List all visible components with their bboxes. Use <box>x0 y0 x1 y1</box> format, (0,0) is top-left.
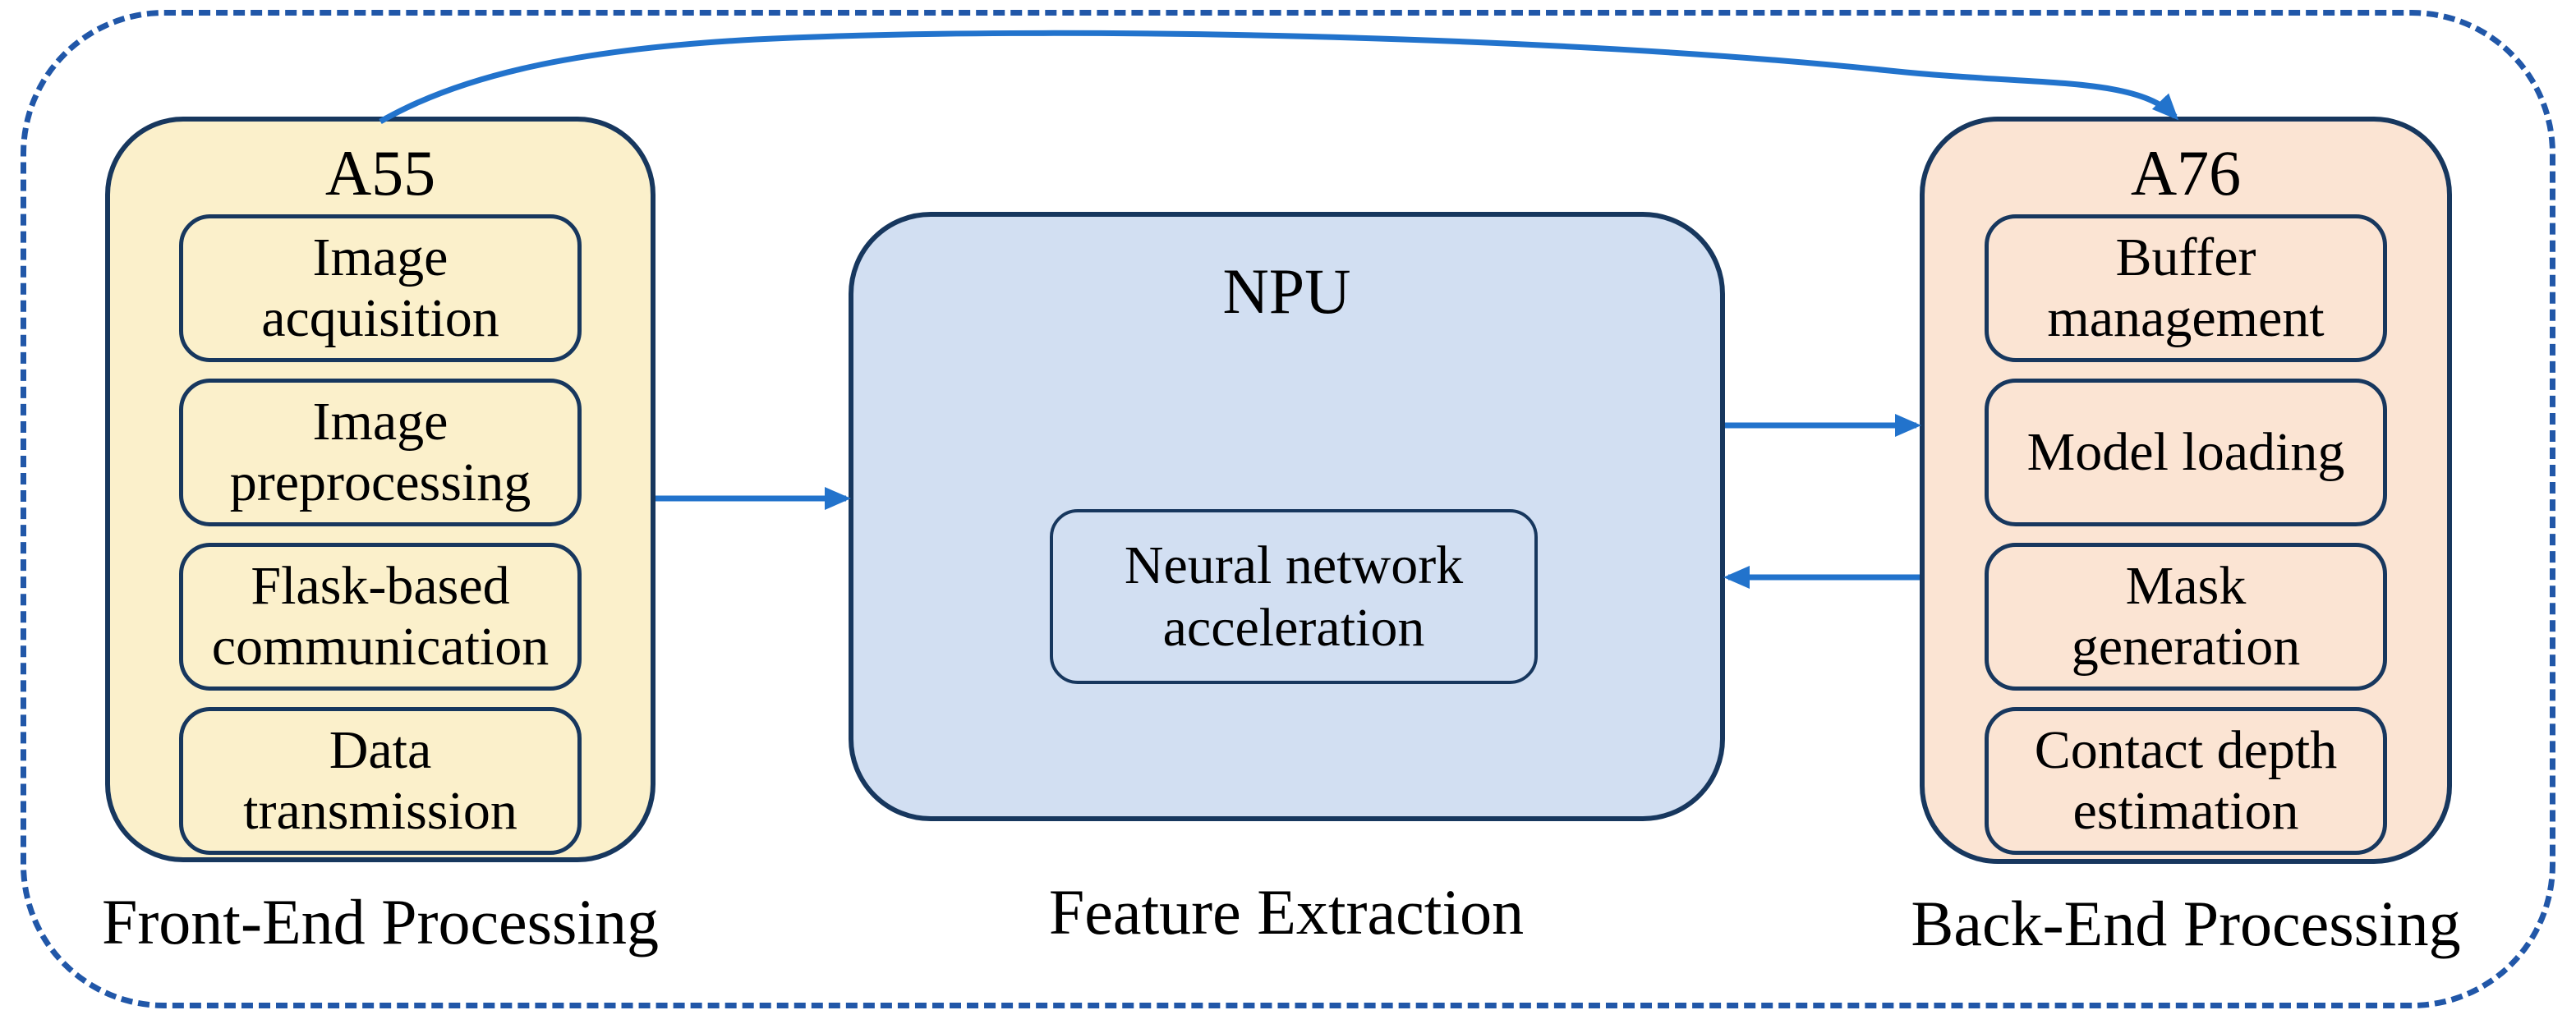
npu-block: NPU Neural network acceleration <box>849 212 1725 821</box>
back-end-subbox-stack: Buffer management Model loading Mask gen… <box>1925 214 2447 855</box>
outer-dashed-border <box>21 10 2555 1008</box>
back-end-block: A76 Buffer management Model loading Mask… <box>1920 117 2452 864</box>
front-end-block: A55 Image acquisition Image preprocessin… <box>105 117 656 862</box>
front-end-label: Front-End Processing <box>101 886 660 957</box>
subbox-model-loading: Model loading <box>1985 379 2387 526</box>
subbox-image-preprocessing: Image preprocessing <box>179 379 582 526</box>
back-end-label: Back-End Processing <box>1911 888 2461 959</box>
subbox-flask-communication: Flask-based communication <box>179 543 582 691</box>
feature-extraction-label: Feature Extraction <box>1048 876 1525 948</box>
npu-inner-box: Neural network acceleration <box>1050 509 1538 684</box>
back-end-title: A76 <box>2130 137 2242 209</box>
npu-title: NPU <box>1222 255 1351 327</box>
subbox-mask-generation: Mask generation <box>1985 543 2387 691</box>
subbox-contact-depth-estimation: Contact depth estimation <box>1985 707 2387 855</box>
subbox-image-acquisition: Image acquisition <box>179 214 582 362</box>
front-end-subbox-stack: Image acquisition Image preprocessing Fl… <box>110 214 651 855</box>
subbox-data-transmission: Data transmission <box>179 707 582 855</box>
front-end-title: A55 <box>324 137 436 209</box>
subbox-buffer-management: Buffer management <box>1985 214 2387 362</box>
